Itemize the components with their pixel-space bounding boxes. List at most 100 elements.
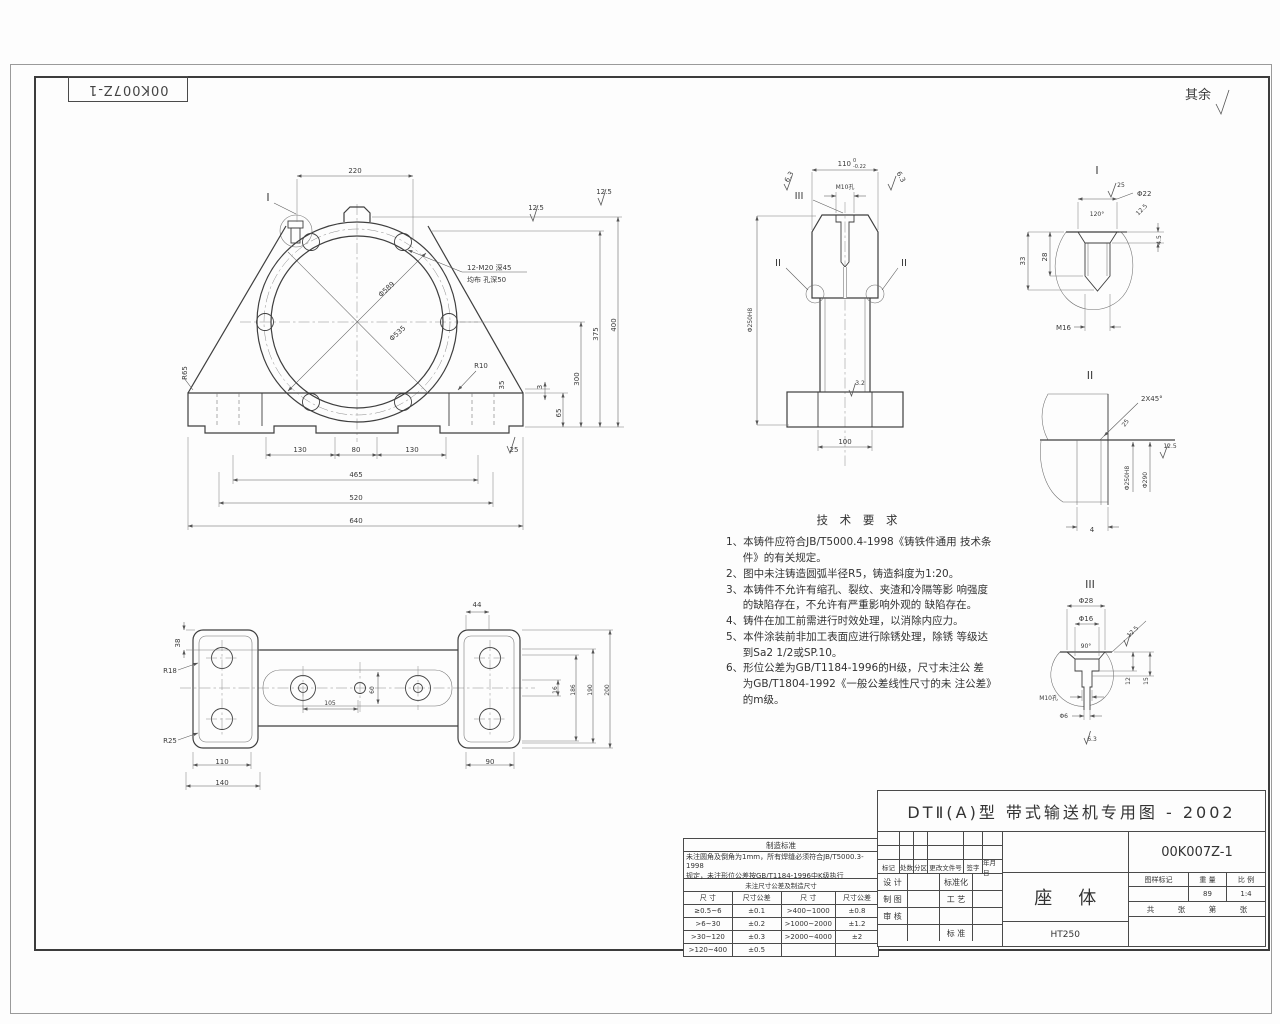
dim-label: 80 [352,446,361,454]
revision-area: 标记 处数 分区 更改文件号 签字 年月日 设 计 标准化 制 图 工 艺 审 … [878,832,1003,947]
dim-label: 120° [1090,211,1104,218]
rest-roughness-label: 其余 [1185,87,1211,103]
dim-label: 6.3 [894,170,906,184]
drawing-title: DTⅡ(A)型 带式输送机专用图 - 2002 [878,791,1265,832]
mfg-row: >6~30 ±0.2 >1000~2000 ±1.2 [684,917,878,930]
thread-note: 12-M20 深45 [467,263,512,272]
detail-title-I: I [1095,164,1098,177]
detail-title-II: II [1087,369,1094,382]
dim-label: 12.5 [528,204,544,212]
left-lug [192,629,259,749]
dim-label: 12 [1125,677,1132,685]
foot-holes [206,640,506,737]
detail-ii-body [1041,393,1109,441]
dim-label: 44 [473,601,482,609]
dim-label: 375 [592,327,600,340]
detail-ref-II: II [901,258,907,269]
role-design: 设 计 [878,874,908,890]
dim-label: 12.5 [596,188,612,196]
dim-label: Φ22 [1137,190,1151,198]
mfg-note: 未注圆角及倒角为1mm，所有焊缝必须符合JB/T5000.3-1998 规定，未… [684,851,878,880]
role-check: 审 核 [878,908,908,924]
mfg-row: >30~120 ±0.3 >2000~4000 ±2 [684,930,878,943]
dim-label: 400 [610,318,618,331]
dim-label: 38 [174,639,182,648]
tech-requirement-item: 6、形位公差为GB/T1184-1996的H级，尺寸未注公 差为GB/T1804… [726,662,992,706]
role-standardization: 标准化 [940,874,973,890]
detail-i-body [1054,231,1134,310]
dim-label: 190 [587,684,594,696]
mark-weight-scale-header: 图样标记 重 量 比 例 [1129,873,1265,887]
dim-label: 12.5 [1163,443,1177,450]
mfg-header-row: 尺 寸 尺寸公差 尺 寸 尺寸公差 [684,891,878,904]
detail-ref-III: III [795,191,804,202]
outer-border [10,64,1272,1014]
tech-requirement-item: 1、本铸件应符合JB/T5000.4-1998《铸铁件通用 技术条件》的有关规定… [726,536,992,564]
bore-circle [270,235,444,409]
dim-label: 3.2 [855,380,865,387]
dim-label: 90° [1081,643,1092,650]
role-approve: 标 准 [940,925,973,941]
dim-label: R65 [181,366,189,380]
dim-label: 28 [1041,253,1049,262]
center-strip [262,669,453,707]
revision-header-row: 标记 处数 分区 更改文件号 签字 年月日 [878,859,1002,877]
dim-label: 12.5 [1126,625,1141,640]
dim-label: Φ6 [1059,713,1068,720]
dim-label: 640 [349,517,362,525]
dim-label: 220 [348,167,361,175]
cap-section [811,214,879,299]
manufacture-standard-table: 制造标准 未注圆角及倒角为1mm，所有焊缝必须符合JB/T5000.3-1998… [683,838,879,957]
dim-label: M10孔 [1039,694,1058,702]
dim-label: 130 [293,446,306,454]
dim-label: 90 [486,758,495,766]
dim-label: 65 [555,409,563,418]
role-process: 工 艺 [940,891,973,907]
dim-label: 15 [1143,677,1150,685]
sheet-count-row: 共 张 第 张 [1129,902,1265,917]
dim-label: Φ28 [1079,597,1093,605]
dim-label: -0.22 [853,164,866,170]
dim-label: 12.5 [1135,203,1150,218]
dim-label: R18 [163,667,177,675]
dim-label: 300 [573,372,581,385]
dim-label: 520 [349,494,362,502]
mfg-title: 制造标准 [766,840,796,850]
role-draft: 制 图 [878,891,908,907]
mark-weight-scale-values: 89 1:4 [1129,887,1265,902]
dim-label: 60 [369,686,376,694]
dim-label: 4 [1090,526,1095,534]
dim-label: 0 [853,158,856,164]
tech-requirement-item: 5、本件涂装前非加工表面应进行除锈处理，除锈 等级达到Sa2 1/2或SP.10… [726,630,989,659]
base-outline [187,392,524,434]
material: HT250 [1050,929,1080,940]
dim-label: 4.5 [1156,235,1163,245]
drawing-number: 00K007Z-1 [1129,832,1265,873]
dim-label: 465 [349,471,362,479]
scale-value: 1:4 [1240,890,1252,898]
dim-label: 100 [838,438,851,446]
flange-outer-circle [256,221,458,423]
rest-roughness-icon [1215,89,1230,116]
detail-title-III: III [1085,578,1095,591]
tech-requirement-item: 3、本铸件不允许有缩孔、裂纹、夹渣和冷隔等影 响强度的缺陷存在，不允许有严重影响… [726,583,989,612]
detail-ref-I: I [266,191,269,204]
tech-req-title: 技 术 要 求 [816,513,902,527]
dim-label: 140 [215,779,228,787]
dim-label: 130 [405,446,418,454]
tech-requirement-item: 4、铸件在加工前需进行时效处理，以消除内应力。 [726,615,964,627]
dim-label: 6.3 [783,170,795,184]
mfg-subtitle: 未注尺寸公差及制造尺寸 [684,878,878,891]
part-name: 座体 [1002,873,1128,922]
dim-label: 2X45° [1141,395,1163,403]
